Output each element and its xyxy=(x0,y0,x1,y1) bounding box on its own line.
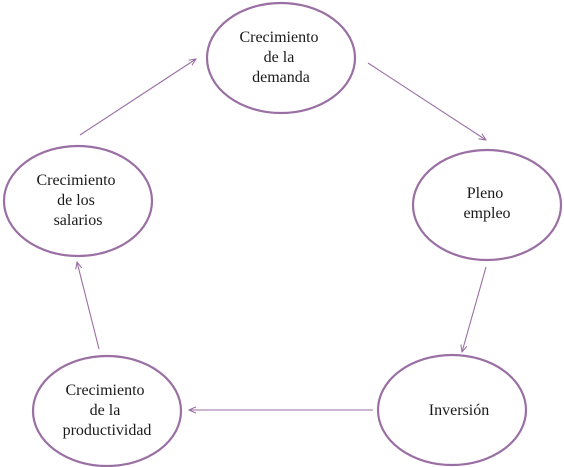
node-salarios-line-2: de los xyxy=(57,192,95,209)
node-empleo-ellipse xyxy=(411,148,563,262)
node-productividad-label: Crecimiento de la productividad xyxy=(63,382,152,439)
node-empleo-line-1: Pleno xyxy=(467,185,503,202)
node-demanda-label: Crecimiento de la demanda xyxy=(239,29,322,86)
node-empleo: Pleno empleo xyxy=(411,148,563,262)
node-demanda: Crecimiento de la demanda xyxy=(205,1,357,115)
node-salarios-ellipse xyxy=(2,144,154,258)
node-productividad-line-1: Crecimiento xyxy=(65,382,144,399)
node-demanda-line-3: demanda xyxy=(252,69,310,86)
edges xyxy=(77,59,486,410)
arrow-salarios-to-demanda xyxy=(79,59,196,136)
node-salarios: Crecimiento de los salarios xyxy=(2,144,154,258)
arrow-demanda-to-empleo xyxy=(367,62,486,140)
node-empleo-label: Pleno empleo xyxy=(463,185,510,222)
node-productividad: Crecimiento de la productividad xyxy=(31,354,183,467)
node-salarios-line-3: salarios xyxy=(54,212,103,229)
node-salarios-label: Crecimiento de los salarios xyxy=(36,172,119,229)
arrow-productividad-to-salarios xyxy=(77,262,100,350)
node-inversion-line-1: Inversión xyxy=(429,402,489,419)
node-inversion: Inversión xyxy=(376,353,528,467)
node-demanda-ellipse xyxy=(205,1,357,115)
node-inversion-ellipse xyxy=(376,353,528,467)
node-salarios-line-1: Crecimiento xyxy=(36,172,115,189)
node-demanda-line-1: Crecimiento xyxy=(239,29,318,46)
node-demanda-line-2: de la xyxy=(264,49,295,66)
node-inversion-label: Inversión xyxy=(429,402,489,419)
node-productividad-line-3: productividad xyxy=(63,422,152,439)
arrow-empleo-to-inversion xyxy=(462,266,487,352)
node-productividad-line-2: de la xyxy=(90,402,121,419)
node-productividad-ellipse xyxy=(31,354,183,467)
node-empleo-line-2: empleo xyxy=(463,205,510,222)
